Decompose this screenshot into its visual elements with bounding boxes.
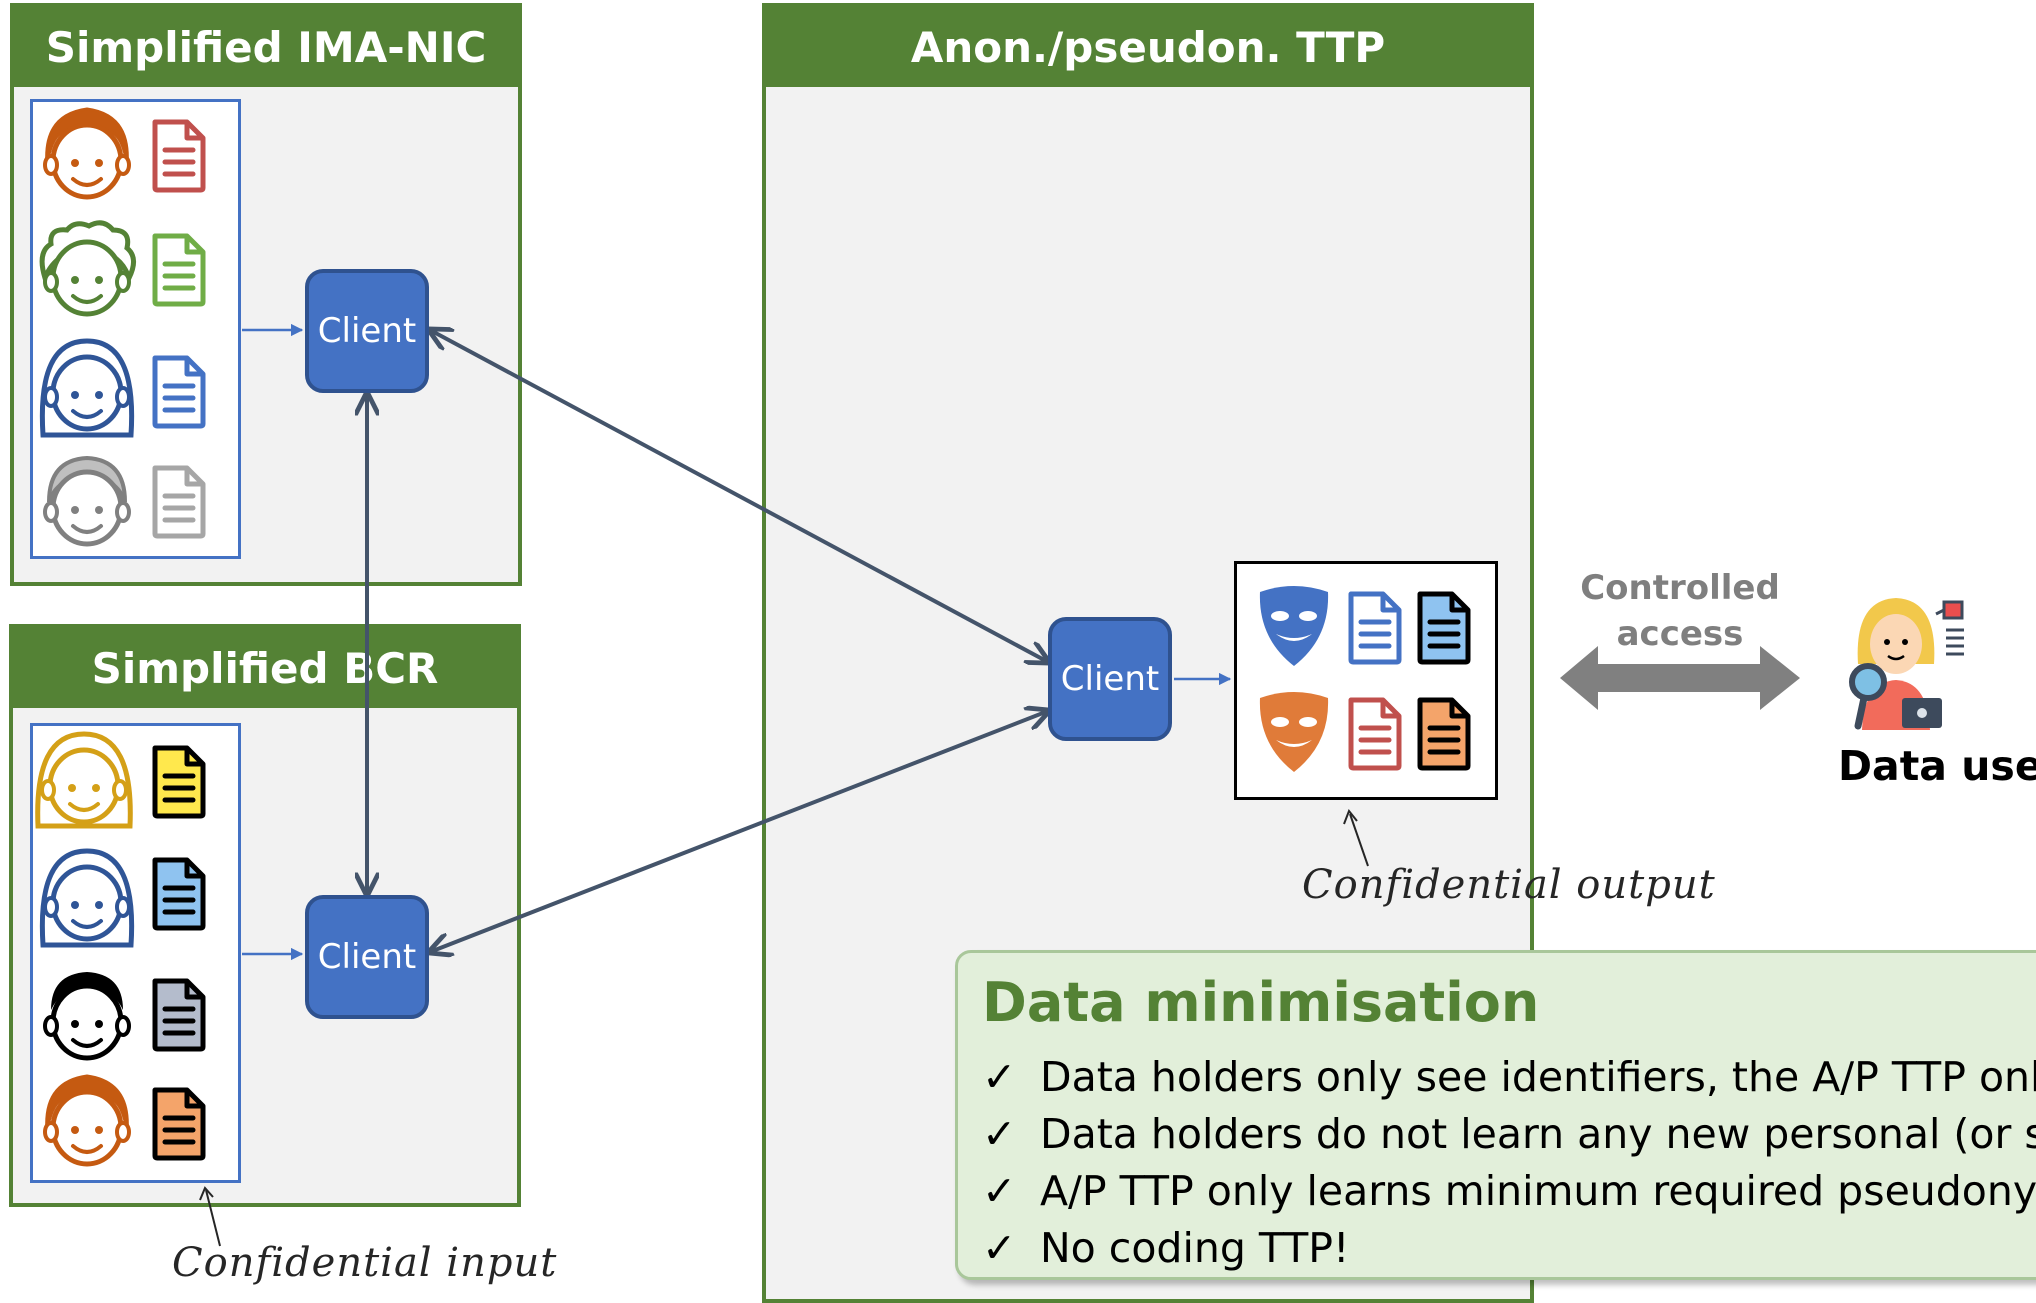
bcr-client: Client (305, 895, 429, 1019)
list-item-text: A/P TTP only learns minimum required pse… (1040, 1167, 2036, 1215)
data-user-icon (1849, 598, 1964, 730)
mask-orange-icon (1259, 692, 1329, 772)
pointer-confidential-input (205, 1189, 221, 1247)
person-red-hair-icon (45, 1074, 129, 1164)
confidential-output-label: Confidential output (1302, 862, 1716, 908)
person-yellow-hair-icon (35, 731, 133, 829)
pointer-confidential-output-head (1343, 809, 1358, 825)
ima-nic-panel-title: Simplified IMA-NIC (14, 7, 518, 87)
data-user-label: Data user (1838, 742, 2036, 790)
pointer-confidential-input-head (199, 1186, 214, 1201)
check-icon: ✓ (982, 1167, 1017, 1215)
controlled-access-line-1: Controlled (1580, 568, 1780, 608)
controlled-access-label: Controlled access (1560, 565, 1800, 657)
ttp-client: Client (1048, 617, 1172, 741)
list-item: ✓ Data holders do not learn any new perso… (982, 1106, 2036, 1163)
data-minimisation-box: Data minimisation ✓ Data holders only see… (955, 950, 2036, 1280)
check-icon: ✓ (982, 1053, 1017, 1101)
arrow-ima-nic-to-ttp (430, 330, 1048, 662)
controlled-access-arrow (1560, 646, 1800, 710)
person-curly-green-icon (39, 220, 136, 314)
pointer-confidential-output (1349, 813, 1369, 867)
list-item-text: Data holders only see identifiers, the A… (1040, 1053, 2036, 1101)
ima-nic-client: Client (305, 269, 429, 393)
data-minimisation-title: Data minimisation (982, 971, 1540, 1034)
data-minimisation-list: ✓ Data holders only see identifiers, the … (982, 1049, 2036, 1277)
person-grey-icon (45, 455, 129, 544)
list-item-text: Data holders do not learn any new person… (1040, 1110, 2036, 1158)
controlled-access-line-2: access (1616, 614, 1744, 654)
check-icon: ✓ (982, 1224, 1017, 1272)
person-blue-icon (39, 848, 135, 948)
person-red-hair-icon (45, 107, 129, 197)
mask-blue-icon (1259, 586, 1329, 666)
person-black-icon (45, 972, 129, 1058)
list-item: ✓ A/P TTP only learns minimum required ps… (982, 1163, 2036, 1220)
person-blue-icon (39, 338, 135, 438)
arrow-bcr-to-ttp (430, 711, 1048, 952)
list-item: ✓ Data holders only see identifiers, the … (982, 1049, 2036, 1106)
list-item-text: No coding TTP! (1040, 1224, 1350, 1272)
check-icon: ✓ (982, 1110, 1017, 1158)
confidential-input-label: Confidential input (172, 1240, 558, 1286)
ttp-panel-title: Anon./pseudon. TTP (766, 7, 1530, 87)
list-item: ✓ No coding TTP! (982, 1220, 2036, 1277)
